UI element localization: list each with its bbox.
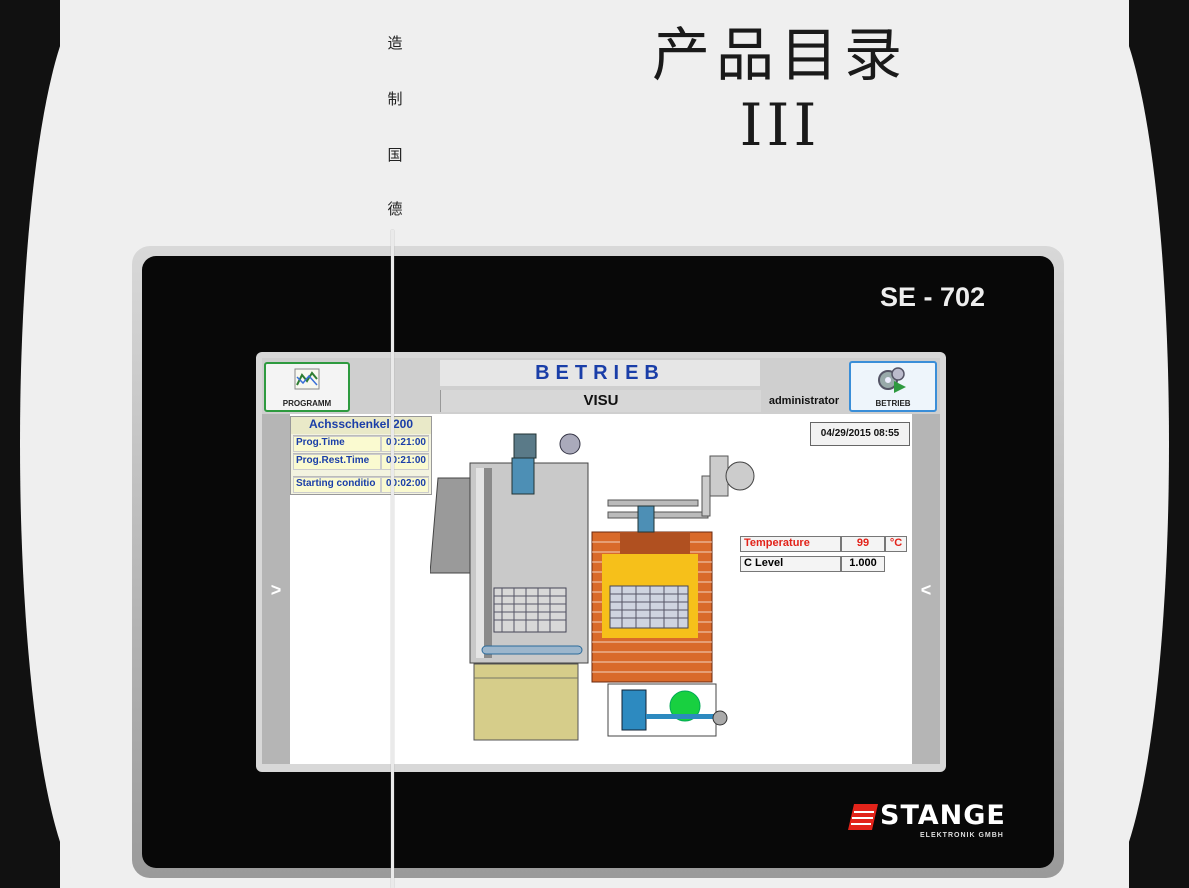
- expand-left-arrow[interactable]: >: [270, 580, 282, 600]
- reading-label: C Level: [740, 556, 841, 572]
- betrieb-button[interactable]: BETRIEB: [849, 361, 937, 412]
- readings-table: Temperature 99 °C C Level 1.000: [740, 536, 907, 576]
- vertical-char-1: 造: [387, 34, 403, 52]
- catalog-volume: III: [739, 91, 821, 159]
- programm-button-label: PROGRAMM: [282, 399, 332, 408]
- expand-right-arrow[interactable]: <: [920, 580, 932, 600]
- reading-row-level: C Level 1.000: [740, 556, 907, 572]
- reading-value: 99: [841, 536, 885, 552]
- vertical-char-4: 德: [387, 200, 403, 218]
- brand-name: STANGE: [880, 800, 1006, 831]
- right-side-panel[interactable]: <: [912, 414, 940, 764]
- vertical-char-2: 制: [387, 90, 403, 108]
- reading-unit: °C: [885, 536, 907, 552]
- reading-label: Temperature: [740, 536, 841, 552]
- datetime-display: 04/29/2015 08:55: [810, 422, 910, 446]
- left-side-panel[interactable]: >: [262, 414, 290, 764]
- program-name: Achsschenkel 200: [291, 417, 431, 434]
- hmi-title: BETRIEB: [440, 360, 760, 386]
- reading-value: 1.000: [841, 556, 885, 572]
- catalog-title: 产品目录: [651, 21, 908, 89]
- hmi-user: administrator: [768, 395, 840, 407]
- divider-line: [391, 230, 394, 888]
- washing-machine-diagram: [430, 433, 755, 741]
- left-black-wing: [0, 0, 140, 888]
- brand-subtitle: ELEKTRONIK GMBH: [920, 832, 1004, 839]
- gears-play-icon: [878, 367, 906, 393]
- stange-flag-icon: [848, 804, 878, 830]
- device-model-label: SE - 702: [880, 282, 986, 312]
- program-chart-icon: [294, 368, 320, 390]
- programm-button[interactable]: PROGRAMM: [264, 362, 350, 412]
- reading-row-temperature: Temperature 99 °C: [740, 536, 907, 552]
- betrieb-button-label: BETRIEB: [875, 399, 911, 408]
- right-black-wing: [1049, 0, 1189, 888]
- hmi-view-name: VISU: [440, 390, 761, 412]
- vertical-char-3: 国: [387, 146, 403, 164]
